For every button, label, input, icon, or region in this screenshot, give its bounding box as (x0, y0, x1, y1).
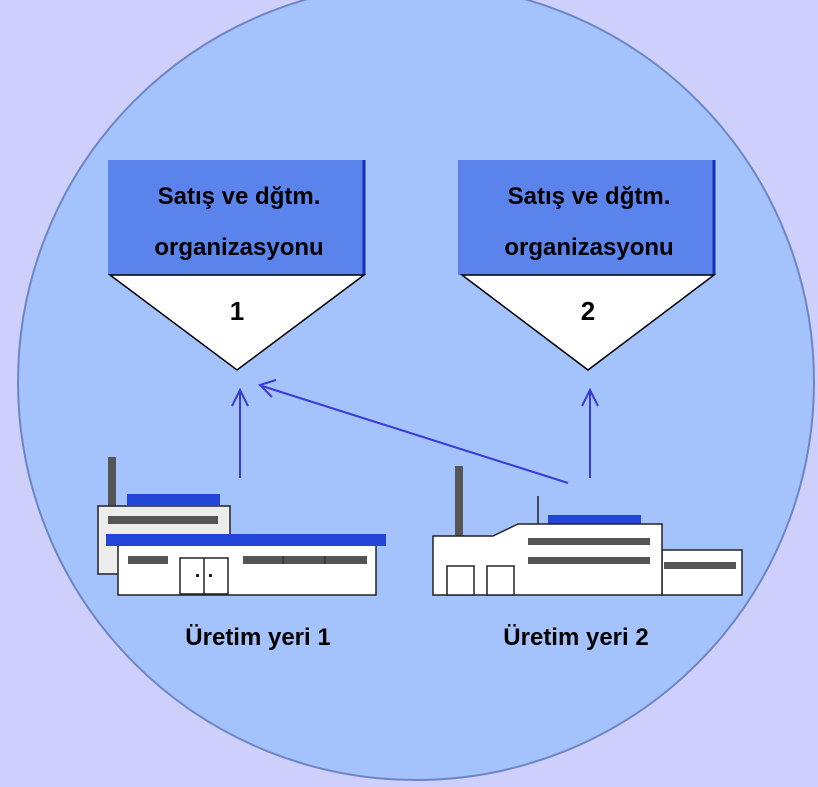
sales-org-1-line2: organizasyonu (154, 234, 323, 261)
sales-org-2-line2: organizasyonu (504, 234, 673, 261)
sales-org-2-number: 2 (581, 296, 595, 326)
arrow-plant2-to-org1 (261, 385, 569, 484)
sales-org-1-number: 1 (230, 296, 244, 326)
arrows (231, 379, 599, 484)
background-circle (17, 0, 815, 781)
sales-org-1-line1: Satış ve dğtm. (158, 183, 321, 210)
sales-org-2-line1: Satış ve dğtm. (508, 183, 671, 210)
sales-org-1: Satış ve dğtm. organizasyonu 1 (107, 160, 367, 371)
sales-org-2-box (458, 160, 714, 275)
plant-1-icon (97, 457, 386, 596)
sales-org-1-triangle (107, 274, 367, 371)
plant-1-label: Üretim yeri 1 (185, 624, 330, 651)
plant-2-icon (432, 466, 743, 596)
sales-org-2-triangle (459, 274, 717, 371)
sales-org-1-box (108, 160, 364, 275)
sales-org-2: Satış ve dğtm. organizasyonu 2 (458, 160, 717, 371)
plant-2-label: Üretim yeri 2 (503, 624, 648, 651)
